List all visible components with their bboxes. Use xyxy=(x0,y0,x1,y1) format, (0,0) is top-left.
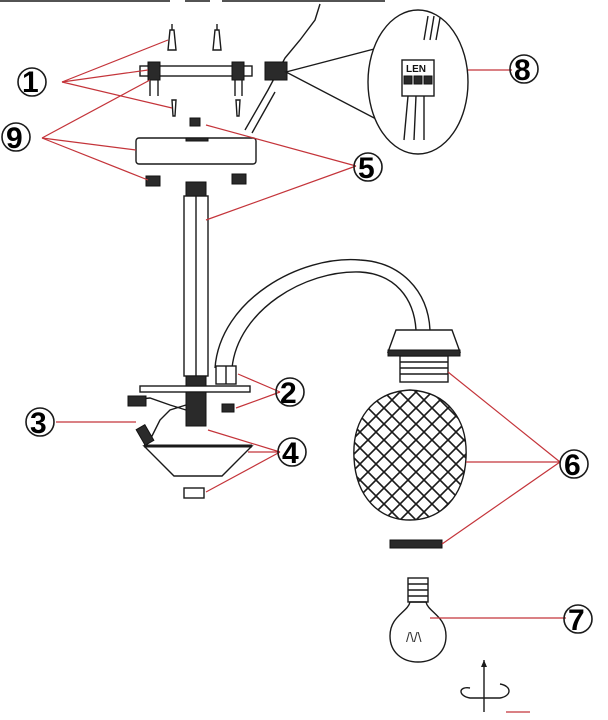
mounting-plate-and-wires xyxy=(127,375,251,446)
rotation-arrow-icon xyxy=(460,660,530,713)
ceiling-screws xyxy=(167,24,222,51)
canopy xyxy=(135,137,257,187)
curved-arm xyxy=(214,258,431,385)
bulb-filament: /\/\ xyxy=(406,629,422,645)
label-1: 1 xyxy=(22,66,39,99)
part-labels: 1 2 3 4 5 6 7 8 9 xyxy=(6,54,585,637)
terminal-block-detail: LEN xyxy=(284,9,469,155)
label-9: 9 xyxy=(6,122,23,155)
leader-lines xyxy=(41,39,566,619)
label-3: 3 xyxy=(30,407,47,440)
light-bulb: /\/\ xyxy=(389,577,447,663)
glass-shade xyxy=(353,389,467,549)
bottom-cover xyxy=(142,444,254,499)
label-5: 5 xyxy=(358,152,375,185)
power-cable xyxy=(244,3,321,134)
lamp-socket xyxy=(387,329,461,383)
label-8: 8 xyxy=(514,54,531,87)
label-4: 4 xyxy=(282,437,299,470)
label-7: 7 xyxy=(568,604,585,637)
label-circles xyxy=(1,54,593,634)
label-2: 2 xyxy=(280,377,297,410)
label-6: 6 xyxy=(564,449,581,482)
terminal-block-marks: LEN xyxy=(406,64,426,75)
downrod xyxy=(183,181,209,377)
mounting-bracket xyxy=(139,61,253,127)
